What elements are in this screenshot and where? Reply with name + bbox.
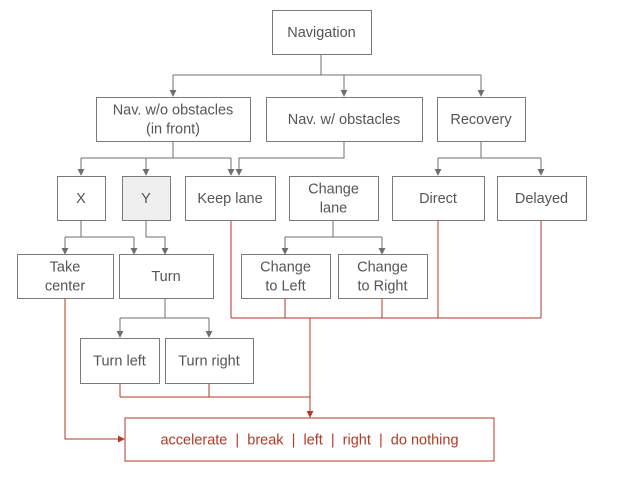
node-box xyxy=(497,176,587,221)
node-box xyxy=(392,176,485,221)
action-separator: | xyxy=(284,433,304,449)
node-label: Recovery xyxy=(450,112,512,128)
node-turn: Turn xyxy=(119,254,214,299)
action-item: break xyxy=(247,433,284,449)
action-box: accelerate | break | left | right | do n… xyxy=(124,417,495,462)
action-separator: | xyxy=(371,433,391,449)
node-label: Delayed xyxy=(515,191,568,207)
node-label: Change xyxy=(260,260,311,276)
node-box xyxy=(96,97,251,142)
node-box xyxy=(122,176,171,221)
node-y: Y xyxy=(122,176,171,221)
action-item: left xyxy=(303,433,322,449)
node-box xyxy=(57,176,106,221)
node-navigation: Navigation xyxy=(272,10,372,55)
action-connectors xyxy=(64,220,542,443)
action-box-frame xyxy=(124,417,495,462)
node-keep-lane: Keep lane xyxy=(185,176,276,221)
node-label: Turn xyxy=(151,269,180,285)
node-label: (in front) xyxy=(146,122,200,138)
node-box xyxy=(241,254,331,299)
node-label: Change xyxy=(308,182,359,198)
node-take-center: Take center xyxy=(17,254,114,299)
node-label: to Right xyxy=(358,279,408,295)
action-item: right xyxy=(343,433,371,449)
node-label: Take xyxy=(50,260,81,276)
node-box xyxy=(119,254,214,299)
node-turn-right: Turn right xyxy=(165,338,254,384)
node-label: center xyxy=(45,279,85,295)
node-direct: Direct xyxy=(392,176,485,221)
node-change-lane: Change lane xyxy=(289,176,379,221)
action-item: accelerate xyxy=(160,433,227,449)
node-nav-obstacles: Nav. w/ obstacles xyxy=(266,97,423,142)
node-label: to Left xyxy=(265,279,305,295)
hierarchy-connectors xyxy=(61,54,545,338)
action-separator: | xyxy=(323,433,343,449)
node-box xyxy=(266,97,423,142)
node-box xyxy=(272,10,372,55)
connector-y-to-turn xyxy=(145,220,169,255)
node-label: Nav. w/ obstacles xyxy=(288,112,401,128)
action-list: accelerate | break | left | right | do n… xyxy=(160,433,458,449)
node-change-left: Change to Left xyxy=(241,254,331,299)
node-box xyxy=(17,254,114,299)
node-label: Y xyxy=(141,191,151,207)
node-turn-left: Turn left xyxy=(80,338,160,384)
node-label: Navigation xyxy=(287,25,356,41)
node-x: X xyxy=(57,176,106,221)
node-box xyxy=(437,97,526,142)
node-label: lane xyxy=(320,201,347,217)
node-label: Change xyxy=(357,260,408,276)
node-label: Nav. w/o obstacles xyxy=(113,103,234,119)
node-change-right: Change to Right xyxy=(338,254,428,299)
node-box xyxy=(185,176,276,221)
connector-nav-obstacles-drop xyxy=(235,141,345,176)
node-recovery: Recovery xyxy=(437,97,526,142)
node-label: Keep lane xyxy=(197,191,262,207)
action-line-take-center xyxy=(64,298,125,443)
node-label: Turn left xyxy=(93,354,146,370)
node-label: Direct xyxy=(419,191,457,207)
action-separator: | xyxy=(227,433,247,449)
node-label: X xyxy=(76,191,86,207)
node-box xyxy=(338,254,428,299)
node-delayed: Delayed xyxy=(497,176,587,221)
node-label: Turn right xyxy=(178,354,240,370)
node-box xyxy=(80,338,160,384)
node-box xyxy=(165,338,254,384)
node-nav-no-obstacles: Nav. w/o obstacles (in front) xyxy=(96,97,251,142)
node-box xyxy=(289,176,379,221)
action-item: do nothing xyxy=(391,433,459,449)
